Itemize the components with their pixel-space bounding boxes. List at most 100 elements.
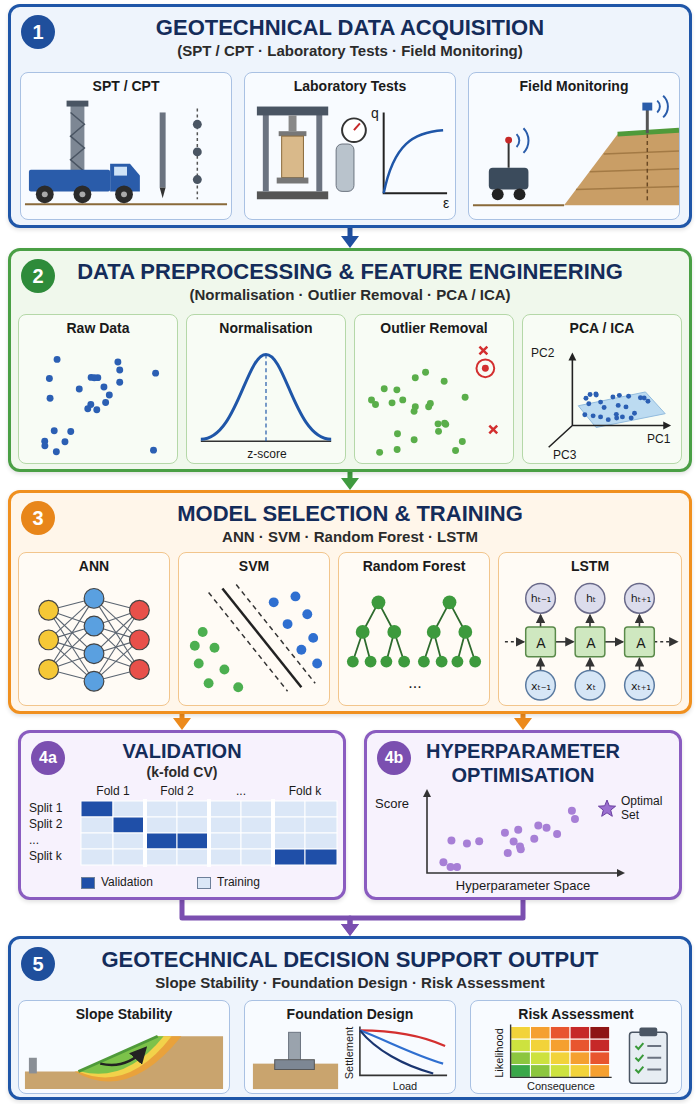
stage-panel: 3MODEL SELECTION & TRAININGANN · SVM · R… <box>8 490 692 714</box>
method-box: Raw Data <box>18 314 178 464</box>
box-title: Laboratory Tests <box>245 73 455 95</box>
figure-g <box>190 627 243 692</box>
figure-line <box>555 641 573 643</box>
figure-rect <box>81 801 113 817</box>
figure-rect <box>177 817 209 833</box>
figure-circle <box>469 656 481 668</box>
figure-rect <box>113 817 145 833</box>
figure-rect <box>511 1026 531 1039</box>
figure-circle <box>398 656 410 668</box>
figure-circle <box>629 415 634 420</box>
figure-circle <box>116 379 123 386</box>
method-box: Normalisationz-score <box>186 314 346 464</box>
figure-label: Fold 2 <box>160 785 193 799</box>
figure-circle <box>575 584 605 614</box>
figure-rect <box>289 115 297 131</box>
stage-subtitle: (Normalisation · Outlier Removal · PCA /… <box>11 285 689 304</box>
figure-path <box>647 1046 661 1069</box>
figure-rect <box>145 849 177 865</box>
box-title: Outlier Removal <box>355 315 513 337</box>
figure-circle <box>505 137 512 144</box>
figure-circle <box>356 625 370 639</box>
figure-rect <box>257 191 328 199</box>
box-title: SVM <box>179 553 329 575</box>
figure-line <box>209 592 288 691</box>
flow-arrow <box>182 900 359 936</box>
figure-circle <box>441 378 448 385</box>
figure-rect <box>642 103 652 111</box>
figure-circle <box>399 396 406 403</box>
figure-circle <box>593 391 598 396</box>
figure-label: Split 2 <box>29 818 62 832</box>
method-box: Slope Stability <box>18 1000 230 1094</box>
figure-label: Hyperparameter Space <box>456 879 590 894</box>
figure-circle <box>443 595 457 609</box>
figure-circle <box>62 438 69 445</box>
figure-circle <box>530 835 538 843</box>
figure-circle <box>39 660 59 680</box>
figure-circle <box>84 616 104 636</box>
figure-circle <box>583 396 588 401</box>
figure-circle <box>526 584 556 614</box>
figure-circle <box>372 595 386 609</box>
figure-circle <box>93 406 100 413</box>
figure-circle <box>152 370 159 377</box>
figure-circle <box>53 448 60 455</box>
figure-circle <box>42 191 48 197</box>
figure-circle <box>458 625 472 639</box>
figure-rect <box>67 101 89 107</box>
figure-circle <box>463 839 471 847</box>
stage-subtitle: (k-fold CV) <box>21 763 343 781</box>
figure-rect <box>113 801 145 817</box>
figure-circle <box>130 660 150 680</box>
box-title: Raw Data <box>19 315 177 337</box>
figure-circle <box>526 670 556 700</box>
figure-rect <box>526 627 556 657</box>
figure-circle <box>610 394 615 399</box>
figure-circle <box>492 188 504 200</box>
figure-rect <box>511 1065 531 1078</box>
figure-rect <box>550 1065 570 1078</box>
figure-circle <box>412 374 419 381</box>
box-title: ANN <box>19 553 169 575</box>
figure-circle <box>620 414 625 419</box>
figure-label: Fold 1 <box>96 785 129 799</box>
figure-circle <box>582 412 587 417</box>
figure-rect <box>511 1052 531 1065</box>
figure-label: Optimal Set <box>621 795 675 823</box>
figure-circle <box>504 849 512 857</box>
arrow-head <box>341 924 359 936</box>
method-box: Laboratory Testsqε <box>244 72 456 220</box>
figure-rect <box>273 801 305 817</box>
figure-rect <box>257 107 328 116</box>
figure-polygon <box>423 789 431 797</box>
figure-line <box>236 585 315 684</box>
box-title: Field Monitoring <box>469 73 679 95</box>
figure-rect <box>305 801 337 817</box>
figure-path <box>78 1036 157 1071</box>
figure-circle <box>302 609 312 619</box>
figure-circle <box>624 404 629 409</box>
flow-line <box>180 714 185 719</box>
figure-circle <box>114 359 121 366</box>
figure-circle <box>452 447 459 454</box>
figure-rect <box>530 1039 550 1052</box>
figure-line <box>639 615 641 627</box>
figure-g <box>526 627 655 657</box>
figure-circle <box>39 600 59 620</box>
figure-g <box>526 670 655 700</box>
figure-rect <box>590 1026 610 1039</box>
figure-circle <box>586 401 591 406</box>
stage-title: GEOTECHNICAL DECISION SUPPORT OUTPUT <box>11 939 689 973</box>
figure-rect <box>209 849 241 865</box>
figure-path <box>384 112 447 193</box>
figure-circle <box>645 399 650 404</box>
figure-rect <box>282 136 304 177</box>
figure-rect <box>590 1039 610 1052</box>
figure-rect <box>550 1026 570 1039</box>
figure-rect <box>275 1060 315 1070</box>
figure-circle <box>571 815 579 823</box>
figure-g <box>81 799 337 867</box>
outlier-scatter <box>355 315 513 463</box>
figure-line <box>646 109 649 134</box>
